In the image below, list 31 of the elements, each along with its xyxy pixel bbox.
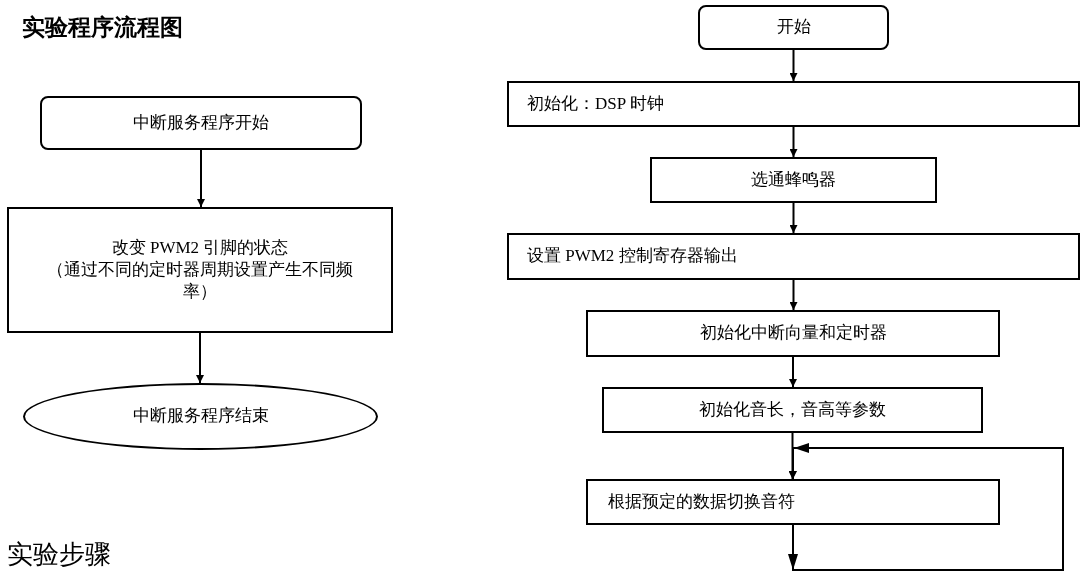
- node-text: 初始化音长，音高等参数: [698, 398, 887, 421]
- node-text: 改变 PWM2 引脚的状态: [110, 236, 290, 259]
- process-box: [586, 310, 1000, 357]
- node-text: 中断服务程序开始: [132, 111, 270, 134]
- node-text: 根据预定的数据切换音符: [608, 490, 796, 513]
- arrow: [196, 332, 204, 384]
- arrow: [789, 49, 798, 82]
- heading: 实验程序流程图: [22, 14, 183, 42]
- start-terminal: [40, 96, 362, 150]
- process-box: [507, 81, 1080, 127]
- node-text: 选通蜂鸣器: [750, 168, 837, 191]
- arrow: [789, 126, 798, 158]
- arrow: [789, 202, 798, 234]
- arrow: [788, 443, 1064, 571]
- arrow: [197, 149, 205, 208]
- process-box: [507, 233, 1080, 280]
- node-text: 初始化中断向量和定时器: [698, 322, 888, 345]
- arrow: [789, 279, 798, 311]
- node-text: 初始化：DSP 时钟: [527, 92, 665, 115]
- section-heading: 实验步骤: [7, 539, 111, 571]
- node-text: 设置 PWM2 控制寄存器输出: [527, 245, 739, 268]
- process-box: [7, 207, 393, 333]
- node-text: 开始: [775, 16, 812, 39]
- process-box: [650, 157, 937, 203]
- process-box: [602, 387, 983, 433]
- node-text: （通过不同的定时器周期设置产生不同频率）: [46, 258, 354, 304]
- start-terminal: [698, 5, 889, 50]
- process-box: [586, 479, 1000, 525]
- node-text: 中断服务程序结束: [131, 405, 270, 428]
- arrow: [788, 432, 797, 480]
- arrow: [789, 356, 797, 388]
